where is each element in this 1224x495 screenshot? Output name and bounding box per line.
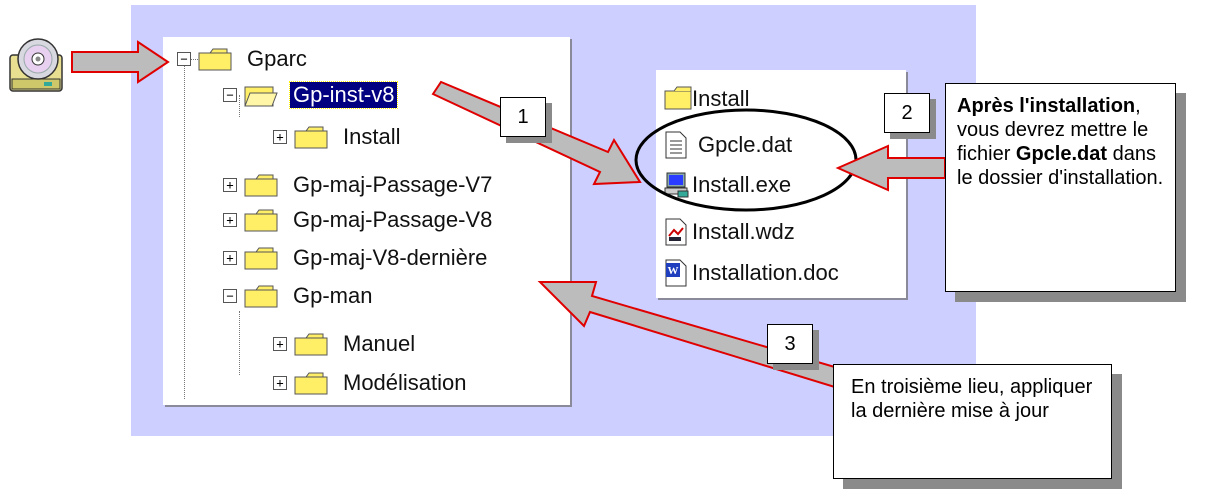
file-item-install-wdz[interactable]: Install.wdz [664, 215, 795, 249]
file-list-panel: Install Gpcle.dat Install.exe Install.wd… [656, 70, 906, 298]
step-2-label: 2 [884, 93, 930, 133]
collapse-icon[interactable]: − [177, 52, 191, 66]
tree-item-gp-maj-passage-v8[interactable]: + Gp-maj-Passage-V8 [223, 202, 495, 238]
folder-icon [244, 246, 278, 270]
tree-item-gparc[interactable]: − Gparc [177, 41, 310, 77]
update-note: En troisième lieu, appliquer la dernière… [833, 364, 1112, 479]
tree-line [239, 95, 240, 117]
svg-text:W: W [668, 265, 679, 277]
executable-icon [664, 171, 689, 199]
word-doc-icon: W [664, 259, 688, 287]
note-text: , vous devrez mettre le fichier [957, 95, 1149, 165]
expand-icon[interactable]: + [223, 213, 237, 227]
file-item-gpcle-dat[interactable]: Gpcle.dat [664, 128, 792, 162]
tree-item-label: Modélisation [343, 370, 467, 395]
tree-item-label: Gp-maj-Passage-V8 [293, 207, 493, 232]
tree-item-gp-maj-v8-derniere[interactable]: + Gp-maj-V8-dernière [223, 240, 490, 276]
expand-icon[interactable]: + [223, 178, 237, 192]
tree-item-label: Install [343, 124, 401, 149]
tree-line [184, 59, 185, 399]
step-1-label: 1 [500, 97, 546, 137]
tree-line [239, 311, 240, 375]
arrow-cd-to-gparc [71, 40, 170, 84]
file-label: Install [692, 86, 750, 111]
open-folder-icon [244, 83, 278, 107]
file-item-installation-doc[interactable]: W Installation.doc [664, 256, 839, 290]
arrow-step-2 [835, 144, 946, 192]
wdz-file-icon [664, 218, 688, 246]
folder-icon [198, 47, 232, 71]
tree-item-label: Gp-inst-v8 [288, 81, 399, 109]
folder-tree-panel: − Gparc − Gp-inst-v8 + Install + Gp-maj-… [163, 37, 570, 405]
file-item-install-exe[interactable]: Install.exe [664, 168, 791, 202]
file-label: Install.exe [692, 172, 792, 197]
tree-item-gp-inst-v8[interactable]: − Gp-inst-v8 [223, 77, 399, 113]
tree-item-label: Gp-maj-V8-dernière [293, 245, 488, 270]
expand-icon[interactable]: + [273, 130, 287, 144]
tree-item-gp-man[interactable]: − Gp-man [223, 278, 375, 314]
tree-item-label: Gparc [247, 46, 307, 71]
note-text: dans le dossier d'installation. [957, 143, 1164, 189]
step-3-label: 3 [767, 324, 813, 364]
tree-item-modelisation[interactable]: + Modélisation [273, 365, 470, 401]
cd-drive-icon[interactable] [8, 33, 70, 95]
file-label: Installation.doc [692, 260, 839, 285]
expand-icon[interactable]: + [273, 337, 287, 351]
folder-icon [244, 208, 278, 232]
note-bold-text: Après l'installation [957, 95, 1136, 117]
tree-item-label: Gp-man [293, 283, 373, 308]
text-file-icon [664, 131, 688, 159]
tree-item-label: Gp-maj-Passage-V7 [293, 172, 493, 197]
file-label: Gpcle.dat [698, 132, 793, 157]
collapse-icon[interactable]: − [223, 88, 237, 102]
tree-line [184, 59, 202, 60]
folder-icon [244, 284, 278, 308]
collapse-icon[interactable]: − [223, 289, 237, 303]
installation-note: Après l'installation, vous devrez mettre… [945, 83, 1176, 292]
tree-item-manuel[interactable]: + Manuel [273, 326, 418, 362]
file-label: Install.wdz [692, 219, 795, 244]
folder-icon [294, 371, 328, 395]
note-text: En troisième lieu, appliquer la dernière… [851, 376, 1093, 422]
tree-item-install[interactable]: + Install [273, 119, 403, 155]
tree-item-gp-maj-passage-v7[interactable]: + Gp-maj-Passage-V7 [223, 167, 495, 203]
note-bold-filename: Gpcle.dat [1015, 143, 1108, 165]
folder-icon [664, 85, 692, 113]
folder-icon [244, 173, 278, 197]
file-item-install-folder[interactable]: Install [664, 82, 749, 116]
expand-icon[interactable]: + [223, 251, 237, 265]
folder-icon [294, 125, 328, 149]
expand-icon[interactable]: + [273, 376, 287, 390]
tree-item-label: Manuel [343, 331, 416, 356]
folder-icon [294, 332, 328, 356]
